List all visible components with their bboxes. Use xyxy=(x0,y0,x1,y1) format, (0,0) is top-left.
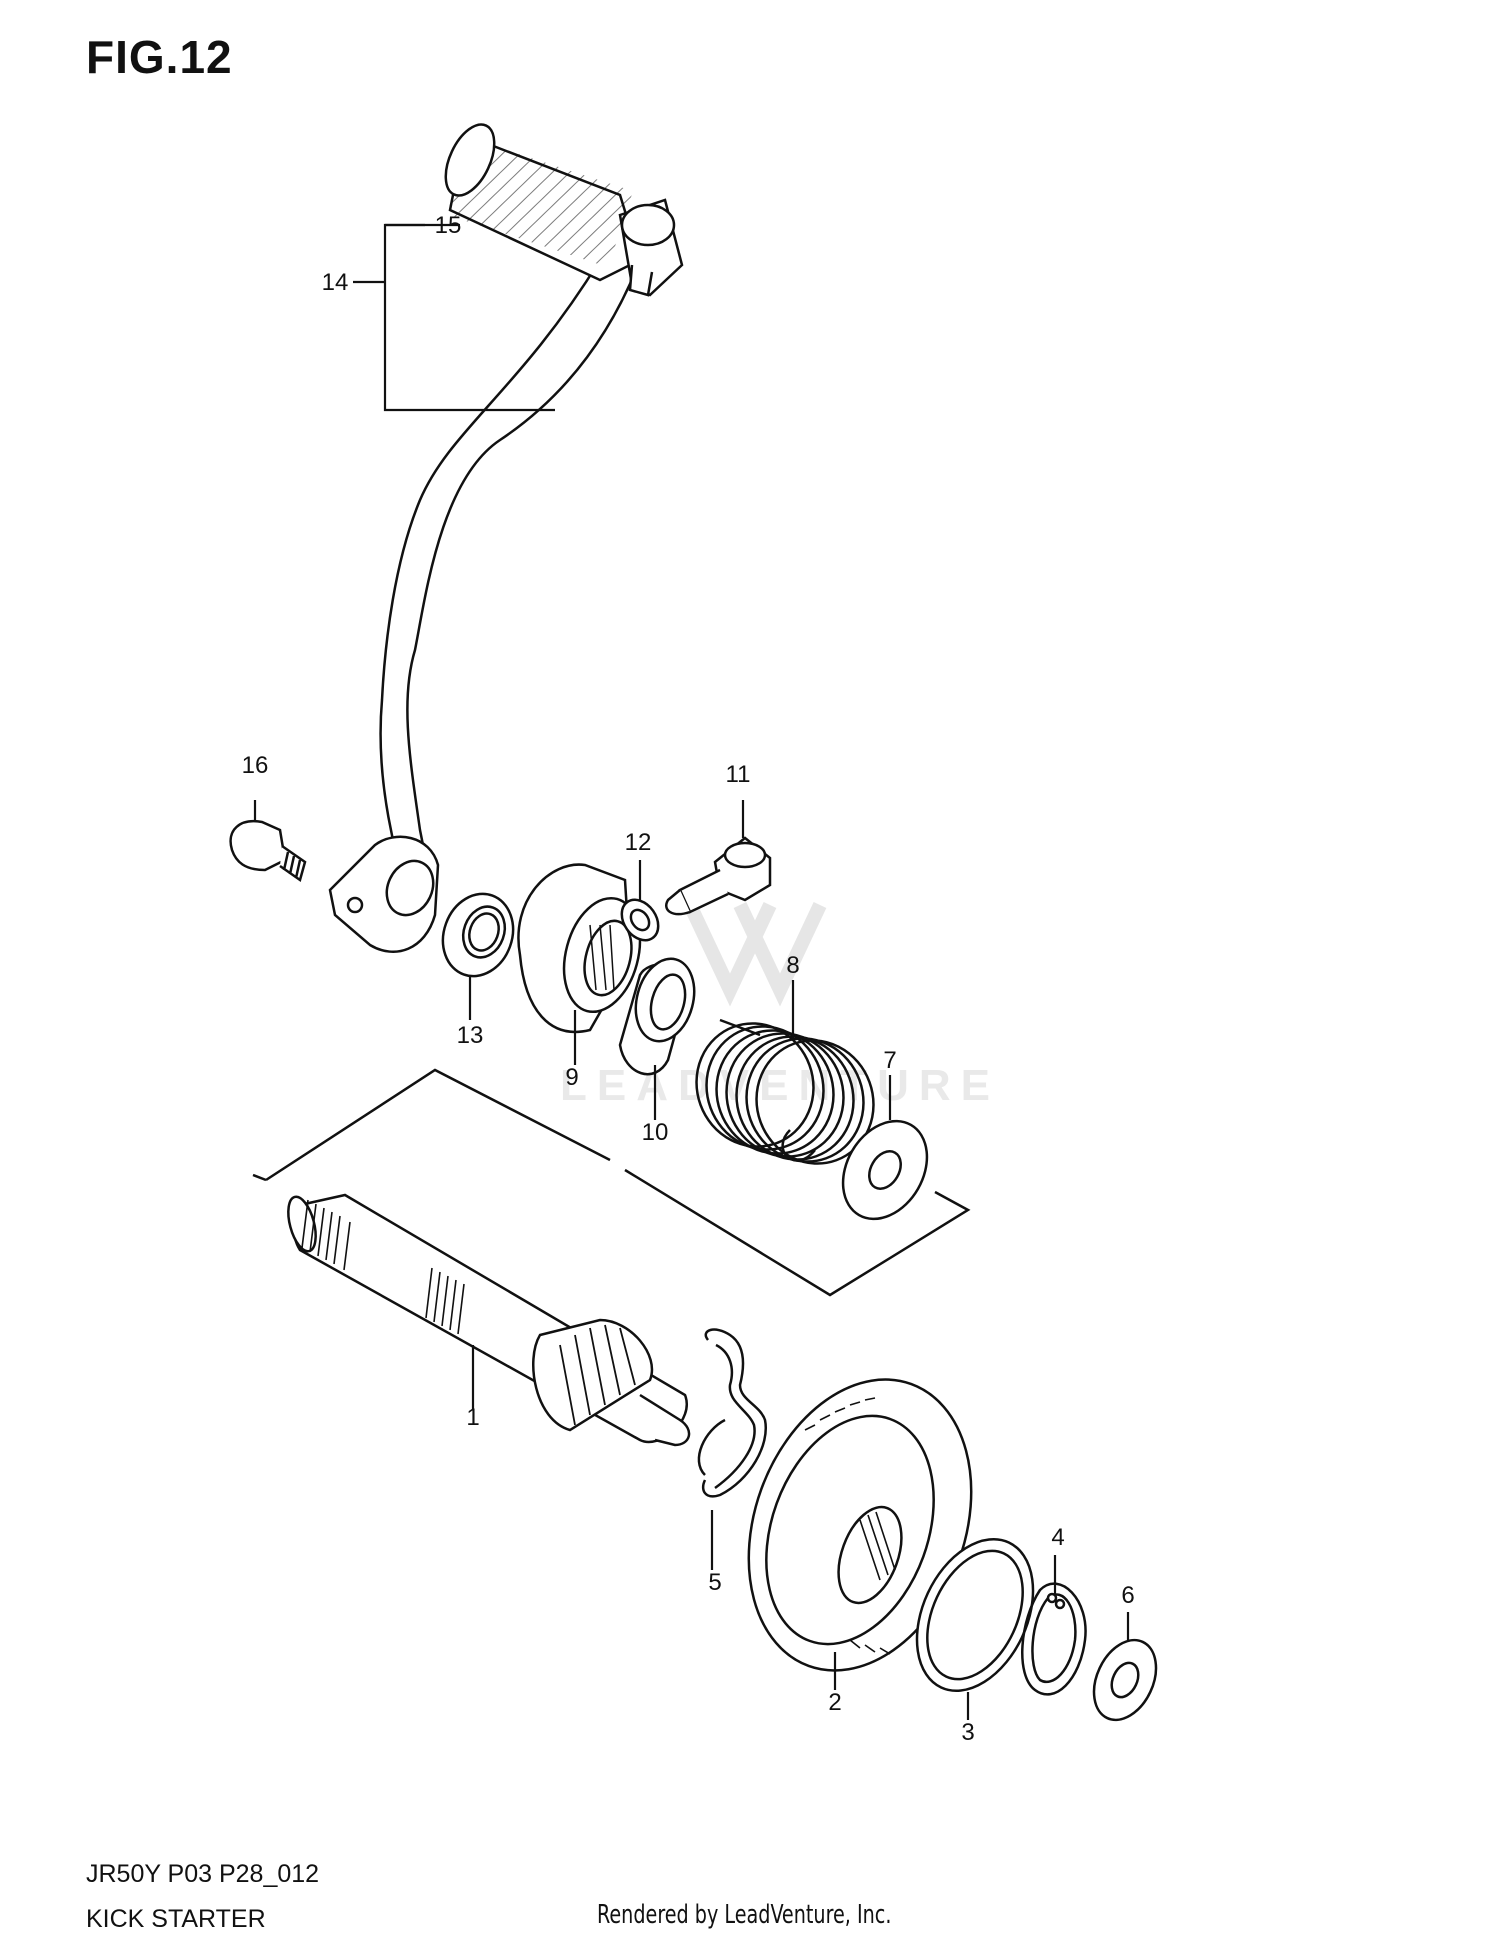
oil-seal-part-13 xyxy=(441,892,515,978)
washer-part-12 xyxy=(620,898,660,942)
washer-part-7 xyxy=(841,1119,929,1221)
leader-lines xyxy=(253,223,1130,1720)
diagram-code: JR50Y P03 P28_012 xyxy=(86,1860,320,1888)
washer-part-6 xyxy=(1092,1638,1158,1722)
bolt-part-16 xyxy=(229,819,307,883)
callout-13: 13 xyxy=(457,1022,484,1049)
callout-3: 3 xyxy=(961,1719,974,1746)
callout-2: 2 xyxy=(828,1689,841,1716)
callout-7: 7 xyxy=(883,1047,896,1074)
kick-gear-part-2 xyxy=(747,1378,973,1672)
kick-shaft-part-1 xyxy=(287,1193,691,1447)
render-credit: Rendered by LeadVenture, Inc. xyxy=(597,1900,892,1930)
diagram-name: KICK STARTER xyxy=(86,1905,266,1933)
washer-part-3 xyxy=(915,1537,1035,1693)
guide-part-9 xyxy=(517,863,642,1033)
figure-title: FIG.12 xyxy=(86,31,233,83)
callout-14: 14 xyxy=(322,269,349,296)
spacer-part-10 xyxy=(618,957,696,1076)
callout-1: 1 xyxy=(466,1404,479,1431)
circlip-part-4 xyxy=(1021,1582,1087,1696)
spring-part-8 xyxy=(695,1018,875,1165)
callout-5: 5 xyxy=(708,1569,721,1596)
assembly-bracket xyxy=(252,1068,971,1297)
callout-8: 8 xyxy=(786,952,799,979)
callout-4: 4 xyxy=(1051,1524,1064,1551)
callout-15: 15 xyxy=(435,212,462,239)
callout-10: 10 xyxy=(642,1119,669,1146)
bolt-part-11 xyxy=(665,836,772,916)
spring-clip-part-5 xyxy=(697,1328,768,1498)
callout-labels: 1 2 3 4 5 6 7 8 9 10 11 12 13 14 15 16 xyxy=(242,212,1135,1746)
callout-9: 9 xyxy=(565,1064,578,1091)
watermark-text: LEADVENTURE xyxy=(560,1061,1000,1110)
callout-11: 11 xyxy=(726,761,751,788)
kick-lever-part xyxy=(328,123,684,953)
callout-12: 12 xyxy=(625,829,652,856)
callout-16: 16 xyxy=(242,752,269,779)
callout-6: 6 xyxy=(1121,1582,1134,1609)
